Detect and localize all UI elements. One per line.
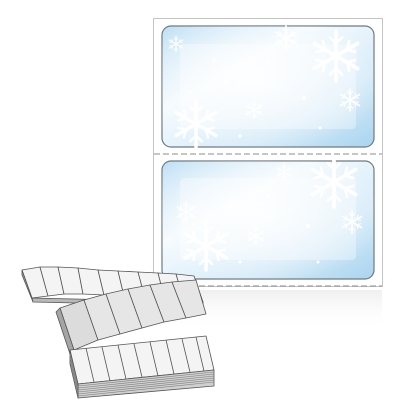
fanfold-label-stack: [21, 266, 215, 399]
snowflake-label-top: [161, 25, 375, 149]
sparkle-dots: [188, 58, 322, 138]
snowflake-label-bottom: [161, 155, 375, 280]
fanfold-bottom-stack: [69, 335, 215, 399]
fanfold-fold-panel: [55, 279, 207, 355]
sparkle-dots: [228, 194, 320, 264]
